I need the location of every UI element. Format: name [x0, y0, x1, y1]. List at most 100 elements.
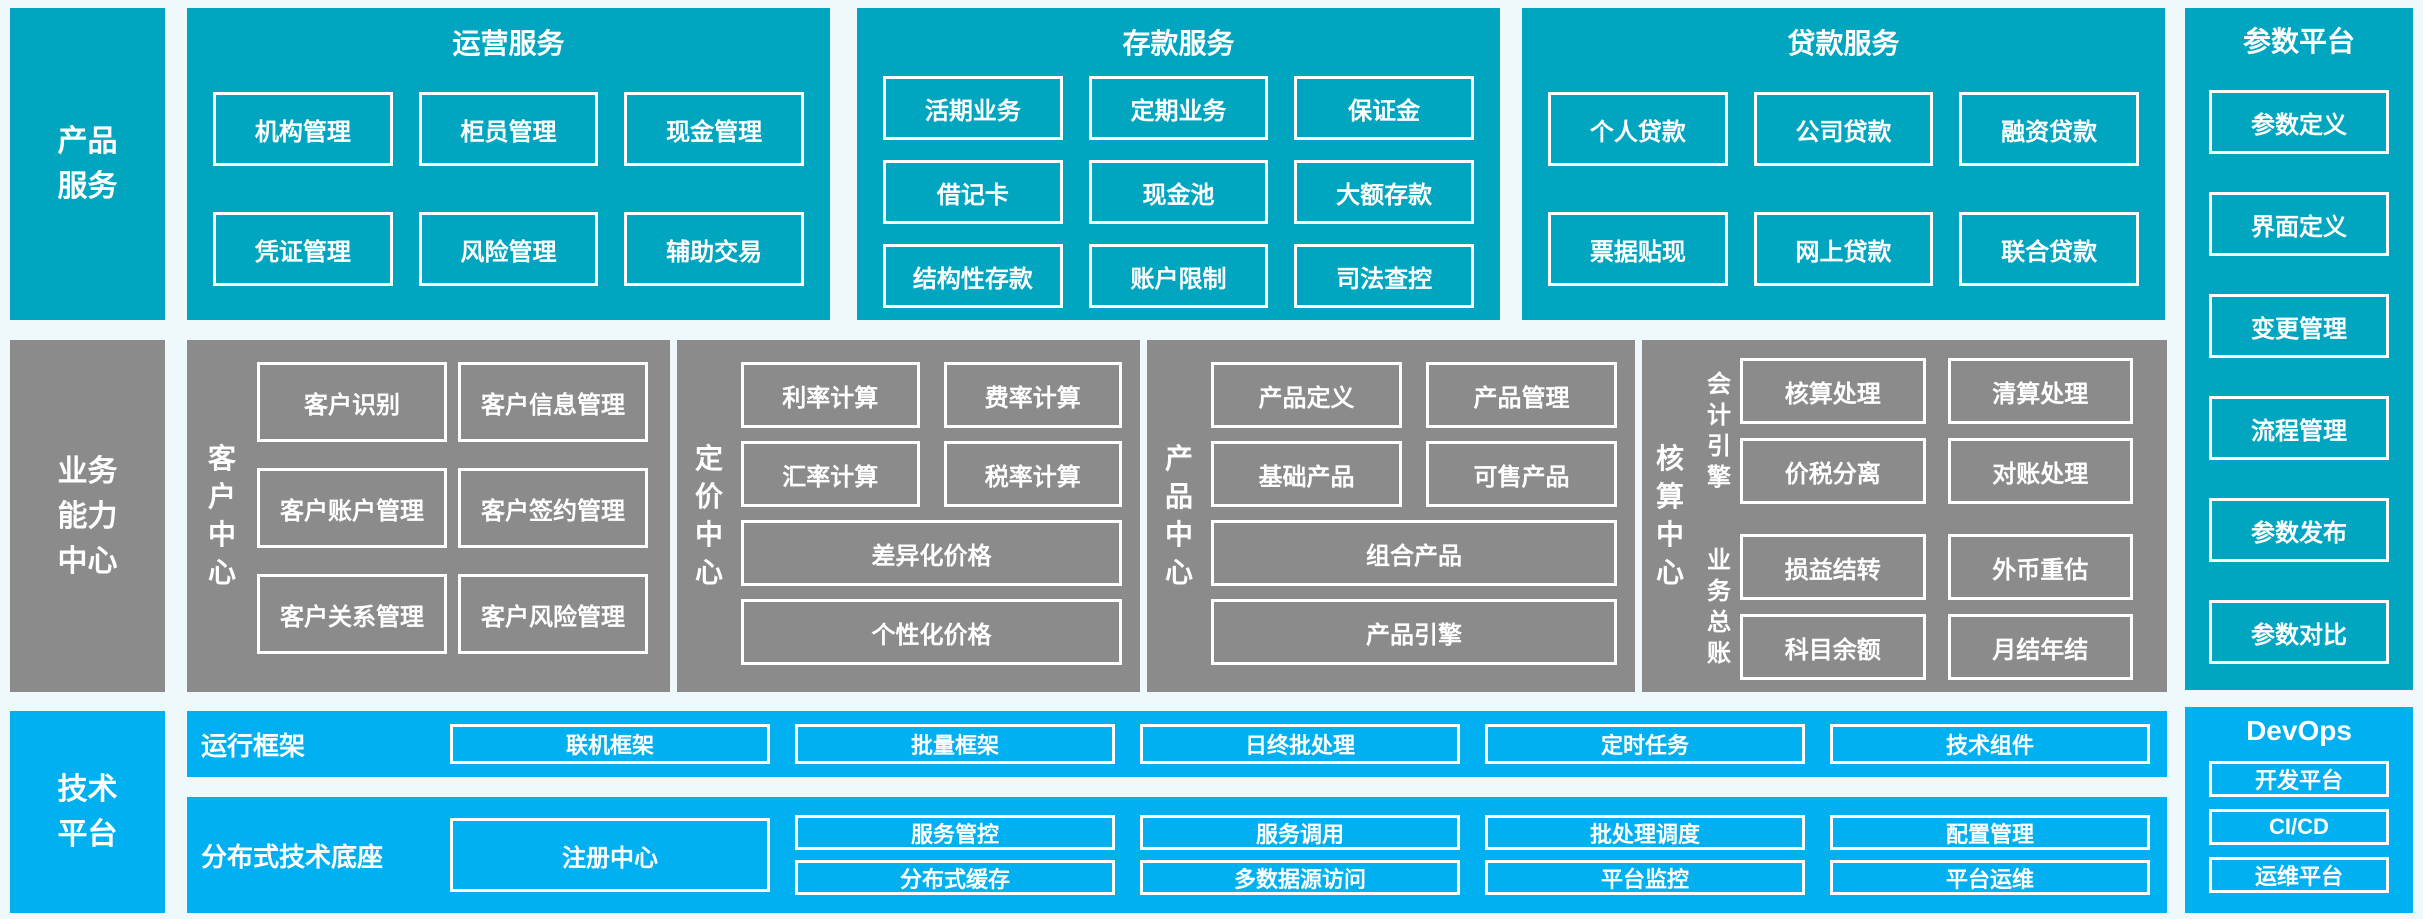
section-divider [670, 340, 677, 692]
diagram-box: 利率计算 [741, 362, 920, 428]
section-title: DevOps [2246, 715, 2352, 746]
diagram-box: 大额存款 [1294, 160, 1474, 224]
diagram-box: 基础产品 [1211, 441, 1402, 507]
diagram-box: 产品引擎 [1211, 599, 1617, 665]
section-divider [1635, 340, 1642, 692]
diagram-box: 费率计算 [943, 362, 1122, 428]
diagram-box: 融资贷款 [1959, 92, 2139, 166]
vertical-label-wrap: 会计引擎 [1698, 358, 1740, 504]
diagram-box: 联机框架 [450, 724, 770, 764]
diagram-box: 客户识别 [257, 362, 447, 442]
vertical-label-wrap: 核算中心 [1642, 340, 1698, 692]
diagram-box: 技术组件 [1830, 724, 2150, 764]
diagram-box: 辅助交易 [624, 212, 804, 286]
diagram-box: 配置管理 [1830, 815, 2150, 850]
diagram-box: 客户风险管理 [458, 574, 648, 654]
business-ledger-label: 业务总账 [1707, 546, 1731, 668]
diagram-box: 现金管理 [624, 92, 804, 166]
diagram-box: 汇率计算 [741, 441, 920, 507]
row-label-technology-platform: 技术平台 [10, 711, 165, 913]
diagram-box: 客户签约管理 [458, 468, 648, 548]
business-ledger-group: 业务总账 损益结转 外币重估 科目余额 月结年结 [1698, 534, 2133, 680]
diagram-box: 参数发布 [2209, 498, 2389, 562]
diagram-box: 定时任务 [1485, 724, 1805, 764]
product-center-grid: 产品定义 产品管理 基础产品 可售产品 组合产品 产品引擎 [1211, 340, 1635, 692]
accounting-groups: 会计引擎 核算处理 清算处理 价税分离 对账处理 业务总账 损益结转 [1698, 340, 2167, 692]
diagram-box: 客户关系管理 [257, 574, 447, 654]
diagram-box: 公司贷款 [1753, 92, 1934, 166]
diagram-box: 活期业务 [883, 76, 1063, 140]
diagram-box: 月结年结 [1947, 614, 2133, 680]
section-divider [1140, 340, 1147, 692]
diagram-box: 运维平台 [2209, 857, 2389, 893]
diagram-box: 批处理调度 [1485, 815, 1805, 850]
diagram-box: 界面定义 [2209, 192, 2389, 256]
section-pricing-center: 定价中心 利率计算 费率计算 汇率计算 税率计算 差异化价格 个性化价格 [677, 340, 1140, 692]
diagram-box: 产品管理 [1426, 362, 1617, 428]
diagram-box: CI/CD [2209, 809, 2389, 845]
diagram-box: 服务调用 [1140, 815, 1460, 850]
diagram-box: 外币重估 [1947, 534, 2133, 600]
diagram-box: 个性化价格 [741, 599, 1122, 665]
section-title: 参数平台 [2242, 26, 2355, 57]
diagram-box: 风险管理 [418, 212, 599, 286]
vertical-label-wrap: 业务总账 [1698, 534, 1740, 680]
pricing-center-grid: 利率计算 费率计算 汇率计算 税率计算 差异化价格 个性化价格 [741, 340, 1140, 692]
diagram-box: 组合产品 [1211, 520, 1617, 586]
diagram-box: 借记卡 [883, 160, 1063, 224]
diagram-box: 现金池 [1088, 160, 1269, 224]
section-title: 存款服务 [1122, 28, 1235, 59]
row-label-text: 技术平台 [57, 773, 118, 851]
diagram-box: 流程管理 [2209, 396, 2389, 460]
diagram-box: 参数对比 [2209, 600, 2389, 664]
accounting-engine-group: 会计引擎 核算处理 清算处理 价税分离 对账处理 [1698, 358, 2133, 504]
diagram-box: 多数据源访问 [1140, 860, 1460, 895]
accounting-engine-label: 会计引擎 [1707, 370, 1731, 492]
vertical-label-wrap: 客户中心 [187, 340, 257, 692]
distributed-pair: 批处理调度 平台监控 [1485, 815, 1805, 895]
diagram-box: 凭证管理 [213, 212, 393, 286]
section-parameter-platform: 参数平台 参数定义 界面定义 变更管理 流程管理 参数发布 参数对比 [2185, 8, 2413, 690]
section-title: 贷款服务 [1787, 28, 1900, 59]
section-loan-services: 贷款服务 个人贷款 公司贷款 融资贷款 票据贴现 网上贷款 联合贷款 [1522, 8, 2165, 320]
distributed-pair: 服务管控 分布式缓存 [795, 815, 1115, 895]
diagram-box: 注册中心 [450, 818, 770, 892]
operation-services-grid: 机构管理 柜员管理 现金管理 凭证管理 风险管理 辅助交易 [187, 92, 830, 286]
diagram-box: 联合贷款 [1959, 212, 2139, 286]
devops-stack: 开发平台 CI/CD 运维平台 [2209, 761, 2389, 893]
distributed-base-boxes: 注册中心 服务管控 分布式缓存 服务调用 多数据源访问 批处理调度 平台监控 配… [450, 815, 2150, 895]
customer-center-grid: 客户识别 客户信息管理 客户账户管理 客户签约管理 客户关系管理 客户风险管理 [257, 340, 670, 692]
diagram-box: 核算处理 [1740, 358, 1926, 424]
loan-services-grid: 个人贷款 公司贷款 融资贷款 票据贴现 网上贷款 联合贷款 [1522, 92, 2165, 286]
diagram-box: 分布式缓存 [795, 860, 1115, 895]
section-customer-center: 客户中心 客户识别 客户信息管理 客户账户管理 客户签约管理 客户关系管理 客户… [187, 340, 670, 692]
distributed-pair: 服务调用 多数据源访问 [1140, 815, 1460, 895]
section-operation-services: 运营服务 机构管理 柜员管理 现金管理 凭证管理 风险管理 辅助交易 [187, 8, 830, 320]
diagram-box: 网上贷款 [1753, 212, 1934, 286]
diagram-box: 差异化价格 [741, 520, 1122, 586]
diagram-box: 服务管控 [795, 815, 1115, 850]
distributed-base-label: 分布式技术底座 [201, 841, 384, 872]
diagram-box: 损益结转 [1740, 534, 1926, 600]
diagram-box: 参数定义 [2209, 90, 2389, 154]
row-label-text: 产品服务 [57, 125, 118, 203]
bar-runtime-framework: 运行框架 联机框架 批量框架 日终批处理 定时任务 技术组件 [187, 711, 2167, 777]
vertical-label-wrap: 产品中心 [1147, 340, 1211, 692]
diagram-box: 定期业务 [1088, 76, 1269, 140]
parameter-platform-stack: 参数定义 界面定义 变更管理 流程管理 参数发布 参数对比 [2209, 90, 2389, 664]
runtime-framework-boxes: 联机框架 批量框架 日终批处理 定时任务 技术组件 [450, 724, 2150, 764]
distributed-pair: 配置管理 平台运维 [1830, 815, 2150, 895]
diagram-box: 对账处理 [1947, 438, 2133, 504]
diagram-box: 开发平台 [2209, 761, 2389, 797]
row-label-text: 业务能力中心 [57, 454, 118, 578]
section-accounting-center: 核算中心 会计引擎 核算处理 清算处理 价税分离 对账处理 业务 [1642, 340, 2167, 692]
row-label-business-capability-center: 业务能力中心 [10, 340, 165, 692]
diagram-box: 客户账户管理 [257, 468, 447, 548]
diagram-box: 变更管理 [2209, 294, 2389, 358]
accounting-center-label: 核算中心 [1655, 443, 1684, 588]
pricing-center-label: 定价中心 [694, 443, 723, 588]
diagram-box: 客户信息管理 [458, 362, 648, 442]
diagram-box: 清算处理 [1947, 358, 2133, 424]
customer-center-label: 客户中心 [207, 443, 236, 588]
